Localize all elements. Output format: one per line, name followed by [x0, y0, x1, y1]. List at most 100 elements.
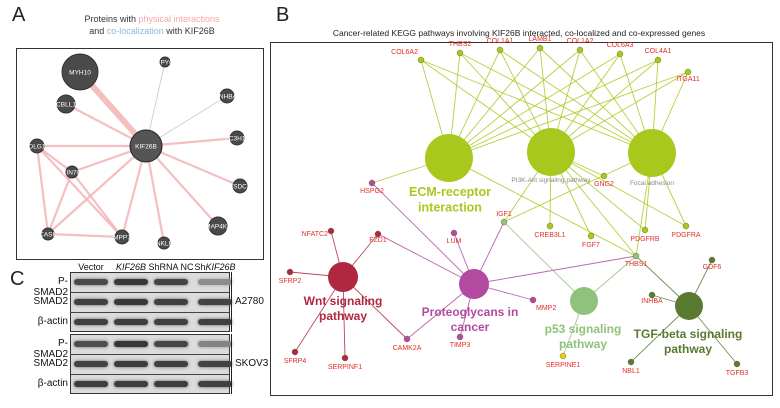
- gene-node-hspg2: [368, 179, 376, 187]
- blot-band: [154, 299, 188, 305]
- gene-node-col4a1: [654, 56, 662, 64]
- gene-node-timp3: [456, 333, 464, 341]
- blot-row-label-1-1: SMAD2: [33, 296, 68, 307]
- network-node-label-zc3h13: ZC3H13: [225, 136, 250, 143]
- gene-label-thbs1: THBS1: [625, 261, 648, 268]
- pathway-hub-label-p53-1: pathway: [559, 337, 607, 351]
- gene-label-col1a2: COL1A2: [567, 38, 594, 45]
- network-node-cask: [41, 227, 55, 241]
- gene-node-col1a2: [576, 46, 584, 54]
- network-node-map4k4: [208, 216, 228, 236]
- pathway-hub-tgf: [675, 292, 703, 320]
- gene-node-lamb1: [536, 44, 544, 52]
- network-node-dlg1: [29, 138, 45, 154]
- gene-node-camk2a: [403, 335, 411, 343]
- network-node-label-cbll1: CBLL1: [56, 102, 76, 109]
- blot-band: [74, 299, 108, 305]
- gene-label-nbl1: NBL1: [622, 368, 640, 375]
- gene-label-col4a1: COL4A1: [645, 48, 672, 55]
- blot-band: [154, 341, 188, 347]
- gene-node-thbs2: [456, 49, 464, 57]
- pathway-edge-pi3k-itga11: [550, 71, 689, 153]
- pathway-edge-focal-igf1: [503, 152, 653, 223]
- network-node-label-map4k4: MAP4K4: [205, 224, 231, 231]
- gene-node-creb3l1: [546, 222, 554, 230]
- gene-node-mmp2: [529, 296, 537, 304]
- gene-label-sfrp4: SFRP4: [284, 358, 307, 365]
- gene-label-col6a2: COL6A2: [391, 49, 418, 56]
- network-edge-LIN7C-MPP7: [71, 171, 123, 238]
- pathway-hub-label-pi3k-0: PI3K-Akt signaling pathway: [511, 177, 591, 184]
- blot-row-label-1-2: β-actin: [37, 316, 68, 327]
- pathway-hub-label-tgf-1: pathway: [664, 342, 712, 356]
- gene-node-nfatc2: [327, 227, 335, 235]
- blot-band: [198, 381, 232, 387]
- blot-band: [114, 361, 148, 367]
- network-node-label-inhba: INHBA: [217, 94, 238, 101]
- blot-row-label-1-0: P-SMAD2: [33, 276, 68, 298]
- panel-a-letter: A: [12, 4, 26, 26]
- gene-label-fzd1: FZD1: [369, 237, 387, 244]
- pathway-edge-ecm-thbs1: [448, 157, 637, 257]
- pathway-edge-focal-lamb1: [539, 47, 653, 154]
- panel-a-frame: [16, 48, 264, 260]
- blot-band: [154, 319, 188, 325]
- blot-band: [198, 279, 232, 285]
- network-node-myh10: [61, 53, 99, 91]
- blot-band: [154, 381, 188, 387]
- gene-node-tgfb3: [733, 360, 741, 368]
- blot-row-label-2-0: P-SMAD2: [33, 338, 68, 360]
- gene-label-col1a1: COL1A1: [487, 38, 514, 45]
- network-node-kif26b: [129, 129, 163, 163]
- pathway-edge-ecm-col4a1: [448, 59, 659, 159]
- network-node-inhba: [219, 88, 235, 104]
- gene-node-sfrp2: [286, 268, 294, 276]
- blot-row-label-2-2: β-actin: [37, 378, 68, 389]
- gene-label-nfatc2: NFATC2: [302, 231, 328, 238]
- blot-band: [198, 341, 232, 347]
- gene-node-col6a3: [616, 50, 624, 58]
- blot-column-header-0: Vector: [78, 262, 104, 272]
- blot-column-header-2: ShRNA NC: [148, 262, 194, 272]
- pathway-hub-label-wnt-1: pathway: [319, 309, 367, 323]
- gene-label-inhba: INHBA: [641, 298, 663, 305]
- pathway-edge-proteo-fzd1: [377, 233, 475, 285]
- blot-group-bracket-2: [231, 334, 232, 394]
- network-edge-KIF26B-ISDCI: [145, 144, 241, 188]
- pathway-hub-label-ecm-0: ECM-receptor: [409, 185, 491, 199]
- network-edge-CASK-MPP7: [47, 232, 123, 239]
- blot-band: [198, 299, 232, 305]
- blot-row-separator: [70, 354, 230, 355]
- blot-column-header-3: ShKIF26B: [194, 262, 236, 272]
- network-edge-KIF26B-CASK: [47, 145, 147, 235]
- gene-label-pdgfra: PDGFRA: [671, 232, 701, 239]
- gene-node-inhba: [648, 291, 656, 299]
- network-edge-KIF26B-MAP4K4: [145, 145, 219, 227]
- gene-label-tgfb3: TGFB3: [726, 370, 749, 377]
- pathway-edge-focal-col1a1: [499, 49, 653, 154]
- network-edge-DLG1-MPP7: [36, 145, 123, 238]
- gene-label-timp3: TIMP3: [450, 342, 471, 349]
- gene-node-serpine1: [559, 352, 567, 360]
- blot-band: [74, 381, 108, 387]
- pathway-hub-label-ecm-1: interaction: [418, 201, 482, 215]
- gene-label-col6a3: COL6A3: [607, 42, 634, 49]
- gene-node-nbl1: [627, 358, 635, 366]
- gene-node-thbs1: [632, 252, 640, 260]
- pathway-hub-focal: [628, 129, 676, 177]
- gene-label-serpinf1: SERPINF1: [328, 364, 362, 371]
- blot-row-label-2-1: SMAD2: [33, 358, 68, 369]
- pathway-edge-focal-col6a2: [420, 59, 653, 154]
- pathway-edge-focal-thbs2: [459, 52, 653, 154]
- gene-node-col1a1: [496, 46, 504, 54]
- pathway-edge-pi3k-col6a2: [420, 59, 552, 153]
- gene-node-gng2: [600, 172, 608, 180]
- pathway-edge-proteo-hspg2: [371, 182, 475, 285]
- panel-b-network: Cancer-related KEGG pathways involving K…: [279, 28, 749, 377]
- gene-label-igf1: IGF1: [496, 211, 512, 218]
- gene-label-mmp2: MMP2: [536, 305, 556, 312]
- pathway-hub-label-p53-0: p53 signaling: [545, 322, 622, 336]
- network-node-label-myh10: MYH10: [69, 70, 91, 77]
- network-node-zc3h13: [229, 130, 245, 146]
- network-node-label-mpp7: MPP7: [113, 235, 131, 242]
